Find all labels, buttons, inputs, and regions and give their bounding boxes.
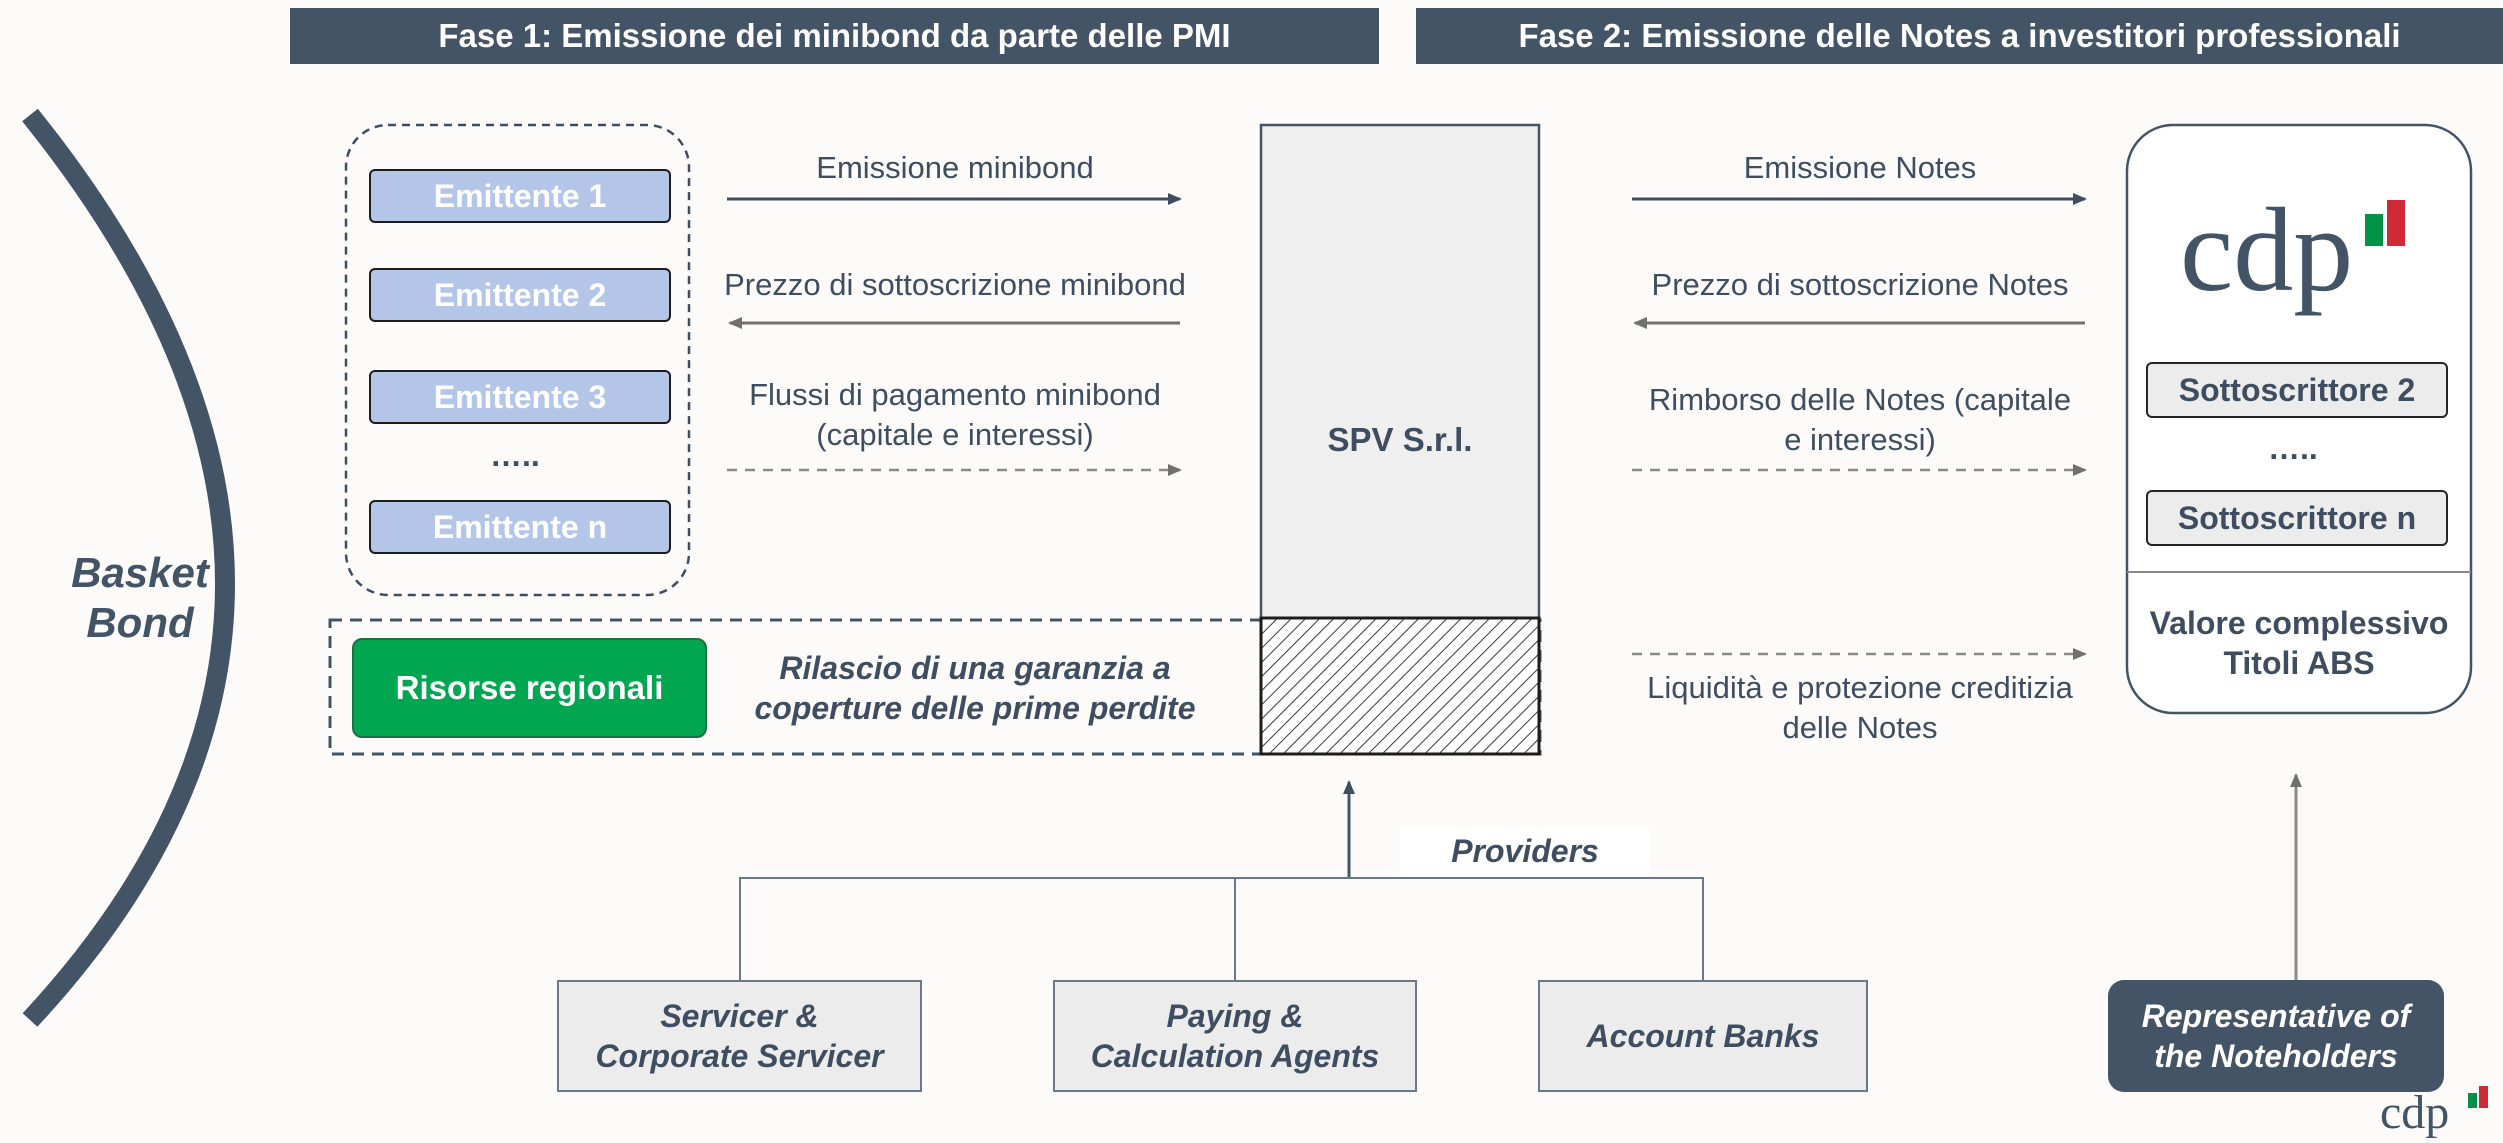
italian-flag-icon xyxy=(2365,200,2409,246)
regional-group-border xyxy=(328,618,1542,756)
price-notes-text: Prezzo di sottoscrizione Notes xyxy=(1651,267,2069,302)
liquidity-text: Liquidità e protezione creditizia delle … xyxy=(1600,668,2120,748)
payments-minibond-line2: (capitale e interessi) xyxy=(816,417,1094,452)
provider-line2: Calculation Agents xyxy=(1090,1038,1380,1074)
issuer-box-1: Emittente 1 xyxy=(369,169,671,223)
provider-line1: Servicer & xyxy=(660,998,819,1034)
issuer-label: Emittente 1 xyxy=(433,177,607,214)
issuer-label: Emittente n xyxy=(432,508,608,545)
emission-notes-text: Emissione Notes xyxy=(1743,150,1977,185)
issuer-box-2: Emittente 2 xyxy=(369,268,671,322)
guarantee-text: Rilascio di una garanzia a coperture del… xyxy=(754,650,1196,726)
providers-bracket xyxy=(739,877,1704,980)
footer-cdp-logo-text: cdp xyxy=(2380,1086,2450,1139)
repay-notes-line1: Rimborso delle Notes (capitale xyxy=(1648,382,2072,417)
price-minibond-text: Prezzo di sottoscrizione minibond xyxy=(724,267,1186,302)
payments-minibond-text: Flussi di pagamento minibond (capitale e… xyxy=(690,375,1220,455)
spv-column xyxy=(1259,123,1541,620)
liquidity-line2: delle Notes xyxy=(1782,710,1938,745)
footer-flag-icon xyxy=(2468,1086,2490,1108)
abs-total-line2: Titoli ABS xyxy=(2223,645,2375,681)
emission-minibond-text: Emissione minibond xyxy=(816,150,1094,185)
phase-1-banner: Fase 1: Emissione dei minibond da parte … xyxy=(290,8,1379,64)
phase-2-banner: Fase 2: Emissione delle Notes a investit… xyxy=(1416,8,2503,64)
representative-line2: the Noteholders xyxy=(2154,1038,2398,1074)
provider-account-banks: Account Banks xyxy=(1538,980,1868,1092)
basket-bond-arc xyxy=(22,108,235,1027)
provider-line1: Paying & xyxy=(1166,998,1304,1034)
providers-label: Providers xyxy=(1400,828,1650,874)
basket-bond-line2: Bond xyxy=(86,599,194,646)
phase-2-title: Fase 2: Emissione delle Notes a investit… xyxy=(1518,17,2401,54)
spv-first-loss-hatch xyxy=(1259,616,1541,756)
phase-1-title: Fase 1: Emissione dei minibond da parte … xyxy=(438,17,1231,54)
spv-label: SPV S.r.l. xyxy=(1327,421,1473,458)
regional-resources-box: Risorse regionali xyxy=(352,638,707,738)
footer-cdp-logo: cdp xyxy=(2380,1088,2449,1138)
cdp-logo-text: cdp xyxy=(2180,183,2354,316)
issuers-group-border xyxy=(344,123,691,597)
abs-total-value: Valore complessivo Titoli ABS xyxy=(2127,598,2471,688)
provider-line1: Account Banks xyxy=(1586,1018,1820,1054)
representative-box: Representative of the Noteholders xyxy=(2108,980,2444,1092)
abs-total-line1: Valore complessivo xyxy=(2149,605,2449,641)
subscriber-box-2: Sottoscrittore 2 xyxy=(2146,362,2448,418)
subscribers-ellipsis: ….. xyxy=(2268,430,2318,466)
issuer-box-n: Emittente n xyxy=(369,500,671,554)
cdp-logo: cdp xyxy=(2180,190,2353,310)
issuer-label: Emittente 2 xyxy=(433,276,607,313)
subscriber-label: Sottoscrittore n xyxy=(2177,499,2417,536)
issuer-label: Emittente 3 xyxy=(433,378,607,415)
repay-notes-text: Rimborso delle Notes (capitale e interes… xyxy=(1600,380,2120,460)
repay-notes-line2: e interessi) xyxy=(1784,422,1936,457)
payments-minibond-line1: Flussi di pagamento minibond xyxy=(749,377,1161,412)
provider-servicer: Servicer & Corporate Servicer xyxy=(557,980,922,1092)
representative-line1: Representative of xyxy=(2141,998,2411,1034)
regional-resources-label: Risorse regionali xyxy=(395,669,664,706)
provider-line2: Corporate Servicer xyxy=(595,1038,884,1074)
basket-bond-line1: Basket xyxy=(71,549,209,596)
provider-paying-agents: Paying & Calculation Agents xyxy=(1053,980,1417,1092)
issuers-ellipsis: ….. xyxy=(490,437,540,473)
subscriber-label: Sottoscrittore 2 xyxy=(2178,371,2416,408)
liquidity-line1: Liquidità e protezione creditizia xyxy=(1647,670,2073,705)
subscriber-box-n: Sottoscrittore n xyxy=(2146,490,2448,546)
investors-box xyxy=(2125,123,2473,715)
issuer-box-3: Emittente 3 xyxy=(369,370,671,424)
basket-bond-label: Basket Bond xyxy=(50,548,230,648)
